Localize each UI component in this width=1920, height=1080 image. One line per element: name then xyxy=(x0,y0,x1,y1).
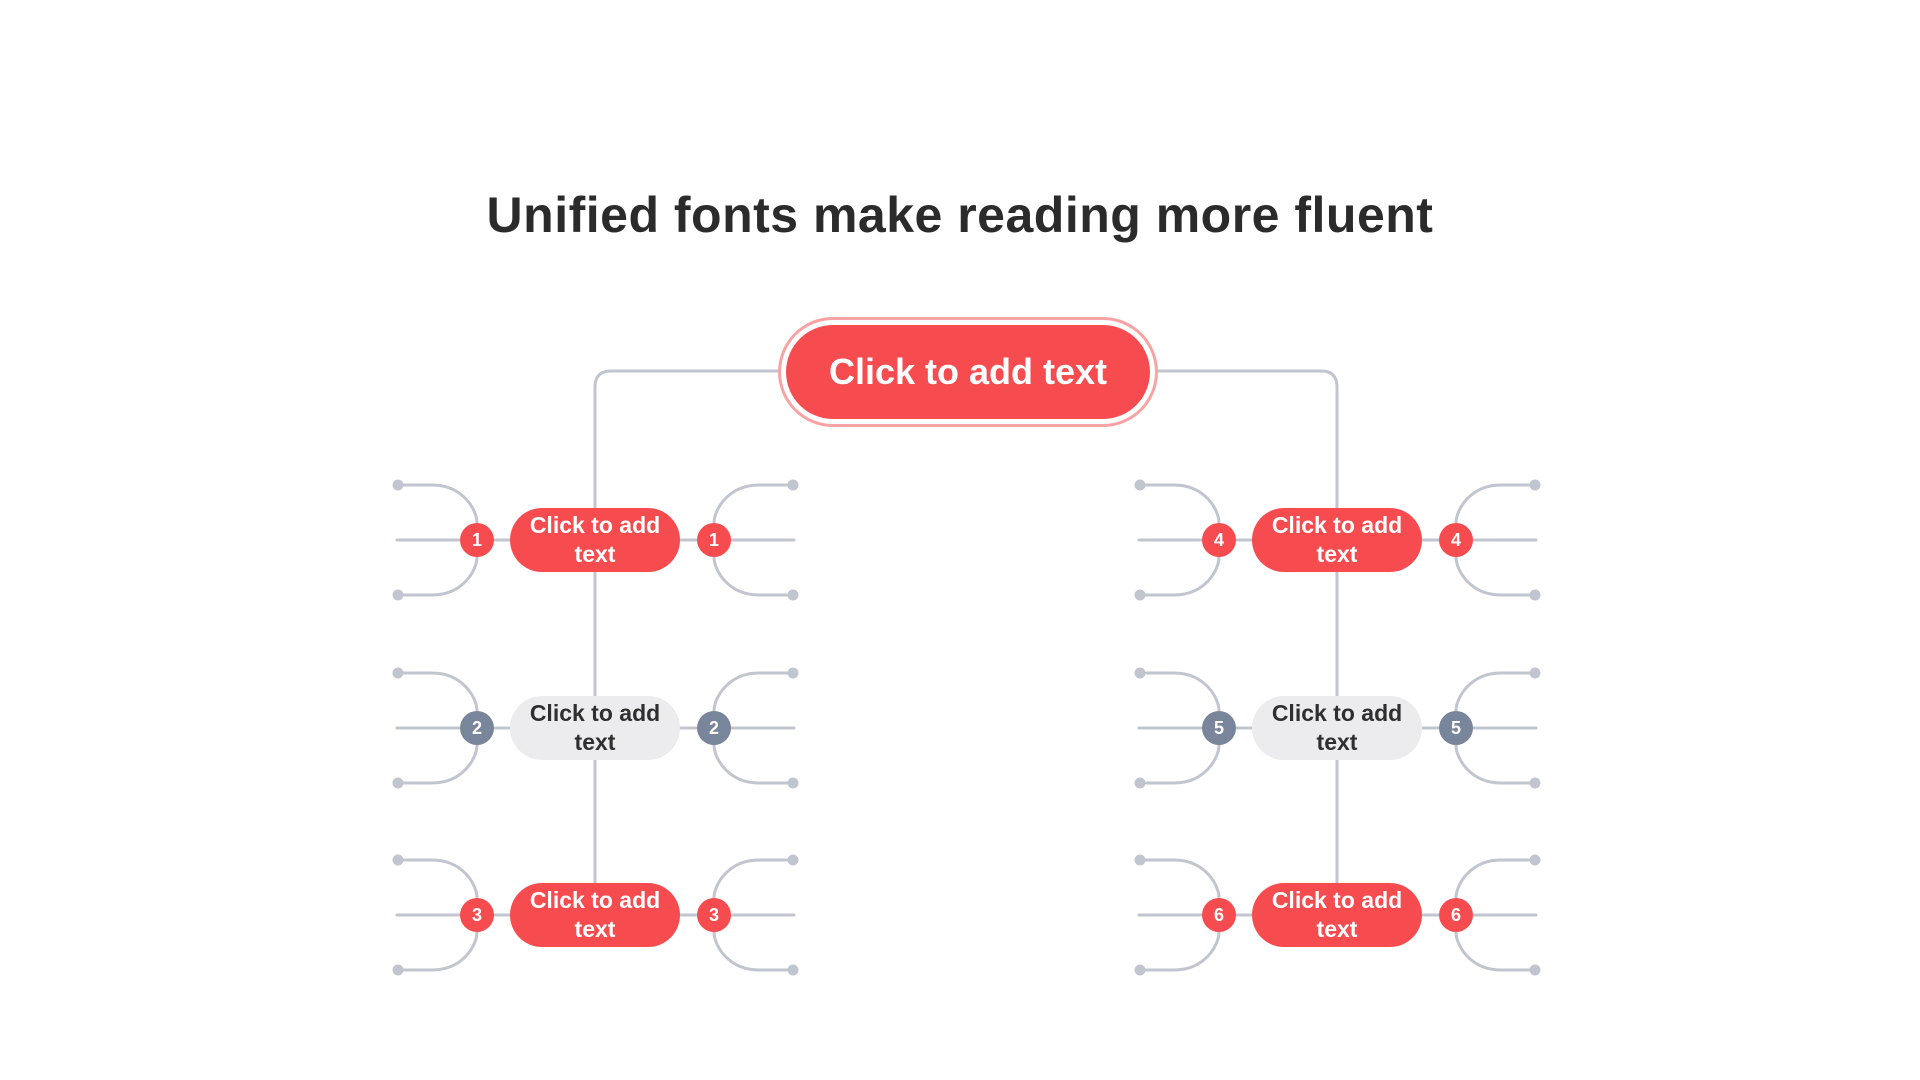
fan-right-top-dot-1 xyxy=(787,479,799,491)
number-badge-2-right: 2 xyxy=(697,711,731,745)
fan-right-top-dot-2 xyxy=(787,667,799,679)
fan-right-bottom-3 xyxy=(712,930,795,972)
number-badge-5-left: 5 xyxy=(1202,711,1236,745)
fan-right-bottom-dot-4 xyxy=(1529,589,1541,601)
number-badge-3-right: 3 xyxy=(697,898,731,932)
number-badge-1-left: 1 xyxy=(460,523,494,557)
branch-node-1[interactable]: Click to add text xyxy=(510,508,680,572)
fan-left-top-1 xyxy=(396,483,479,525)
branch-node-5[interactable]: Click to add text xyxy=(1252,696,1422,760)
fan-right-top-2 xyxy=(712,671,795,713)
fan-right-bottom-dot-3 xyxy=(787,964,799,976)
fan-left-bottom-dot-3 xyxy=(392,964,404,976)
fan-left-bottom-dot-2 xyxy=(392,777,404,789)
branch-node-4[interactable]: Click to add text xyxy=(1252,508,1422,572)
fan-left-top-dot-4 xyxy=(1134,479,1146,491)
fan-left-top-dot-6 xyxy=(1134,854,1146,866)
number-badge-6-left: 6 xyxy=(1202,898,1236,932)
number-badge-4-right: 4 xyxy=(1439,523,1473,557)
fan-left-top-5 xyxy=(1138,671,1221,713)
fan-right-top-4 xyxy=(1454,483,1537,525)
fan-left-top-3 xyxy=(396,858,479,900)
number-badge-3-left: 3 xyxy=(460,898,494,932)
fan-right-bottom-dot-1 xyxy=(787,589,799,601)
fan-left-bottom-dot-1 xyxy=(392,589,404,601)
fan-right-bottom-dot-2 xyxy=(787,777,799,789)
fan-left-top-dot-5 xyxy=(1134,667,1146,679)
branch-node-2[interactable]: Click to add text xyxy=(510,696,680,760)
fan-left-bottom-1 xyxy=(396,555,479,597)
number-badge-4-left: 4 xyxy=(1202,523,1236,557)
fan-right-bottom-4 xyxy=(1454,555,1537,597)
fan-right-bottom-dot-5 xyxy=(1529,777,1541,789)
fan-left-bottom-dot-4 xyxy=(1134,589,1146,601)
fan-left-top-4 xyxy=(1138,483,1221,525)
fan-left-top-6 xyxy=(1138,858,1221,900)
fan-right-bottom-5 xyxy=(1454,743,1537,785)
root-node[interactable]: Click to add text xyxy=(786,325,1150,419)
fan-right-top-dot-4 xyxy=(1529,479,1541,491)
root-connector-left xyxy=(593,369,788,510)
fan-left-bottom-4 xyxy=(1138,555,1221,597)
fan-right-top-dot-3 xyxy=(787,854,799,866)
fan-left-top-2 xyxy=(396,671,479,713)
number-badge-1-right: 1 xyxy=(697,523,731,557)
slide-title[interactable]: Unified fonts make reading more fluent xyxy=(486,187,1434,243)
fan-left-top-dot-3 xyxy=(392,854,404,866)
fan-right-bottom-1 xyxy=(712,555,795,597)
fan-right-bottom-6 xyxy=(1454,930,1537,972)
number-badge-6-right: 6 xyxy=(1439,898,1473,932)
fan-right-top-3 xyxy=(712,858,795,900)
fan-left-bottom-3 xyxy=(396,930,479,972)
fan-left-bottom-dot-5 xyxy=(1134,777,1146,789)
fan-right-top-dot-5 xyxy=(1529,667,1541,679)
fan-left-top-dot-2 xyxy=(392,667,404,679)
fan-right-top-5 xyxy=(1454,671,1537,713)
fan-right-bottom-dot-6 xyxy=(1529,964,1541,976)
fan-left-bottom-2 xyxy=(396,743,479,785)
fan-left-bottom-6 xyxy=(1138,930,1221,972)
fan-left-bottom-5 xyxy=(1138,743,1221,785)
fan-left-top-dot-1 xyxy=(392,479,404,491)
number-badge-5-right: 5 xyxy=(1439,711,1473,745)
fan-right-top-1 xyxy=(712,483,795,525)
branch-node-3[interactable]: Click to add text xyxy=(510,883,680,947)
number-badge-2-left: 2 xyxy=(460,711,494,745)
fan-right-top-dot-6 xyxy=(1529,854,1541,866)
branch-node-6[interactable]: Click to add text xyxy=(1252,883,1422,947)
fan-left-bottom-dot-6 xyxy=(1134,964,1146,976)
root-connector-right xyxy=(1148,369,1339,510)
fan-right-top-6 xyxy=(1454,858,1537,900)
fan-right-bottom-2 xyxy=(712,743,795,785)
